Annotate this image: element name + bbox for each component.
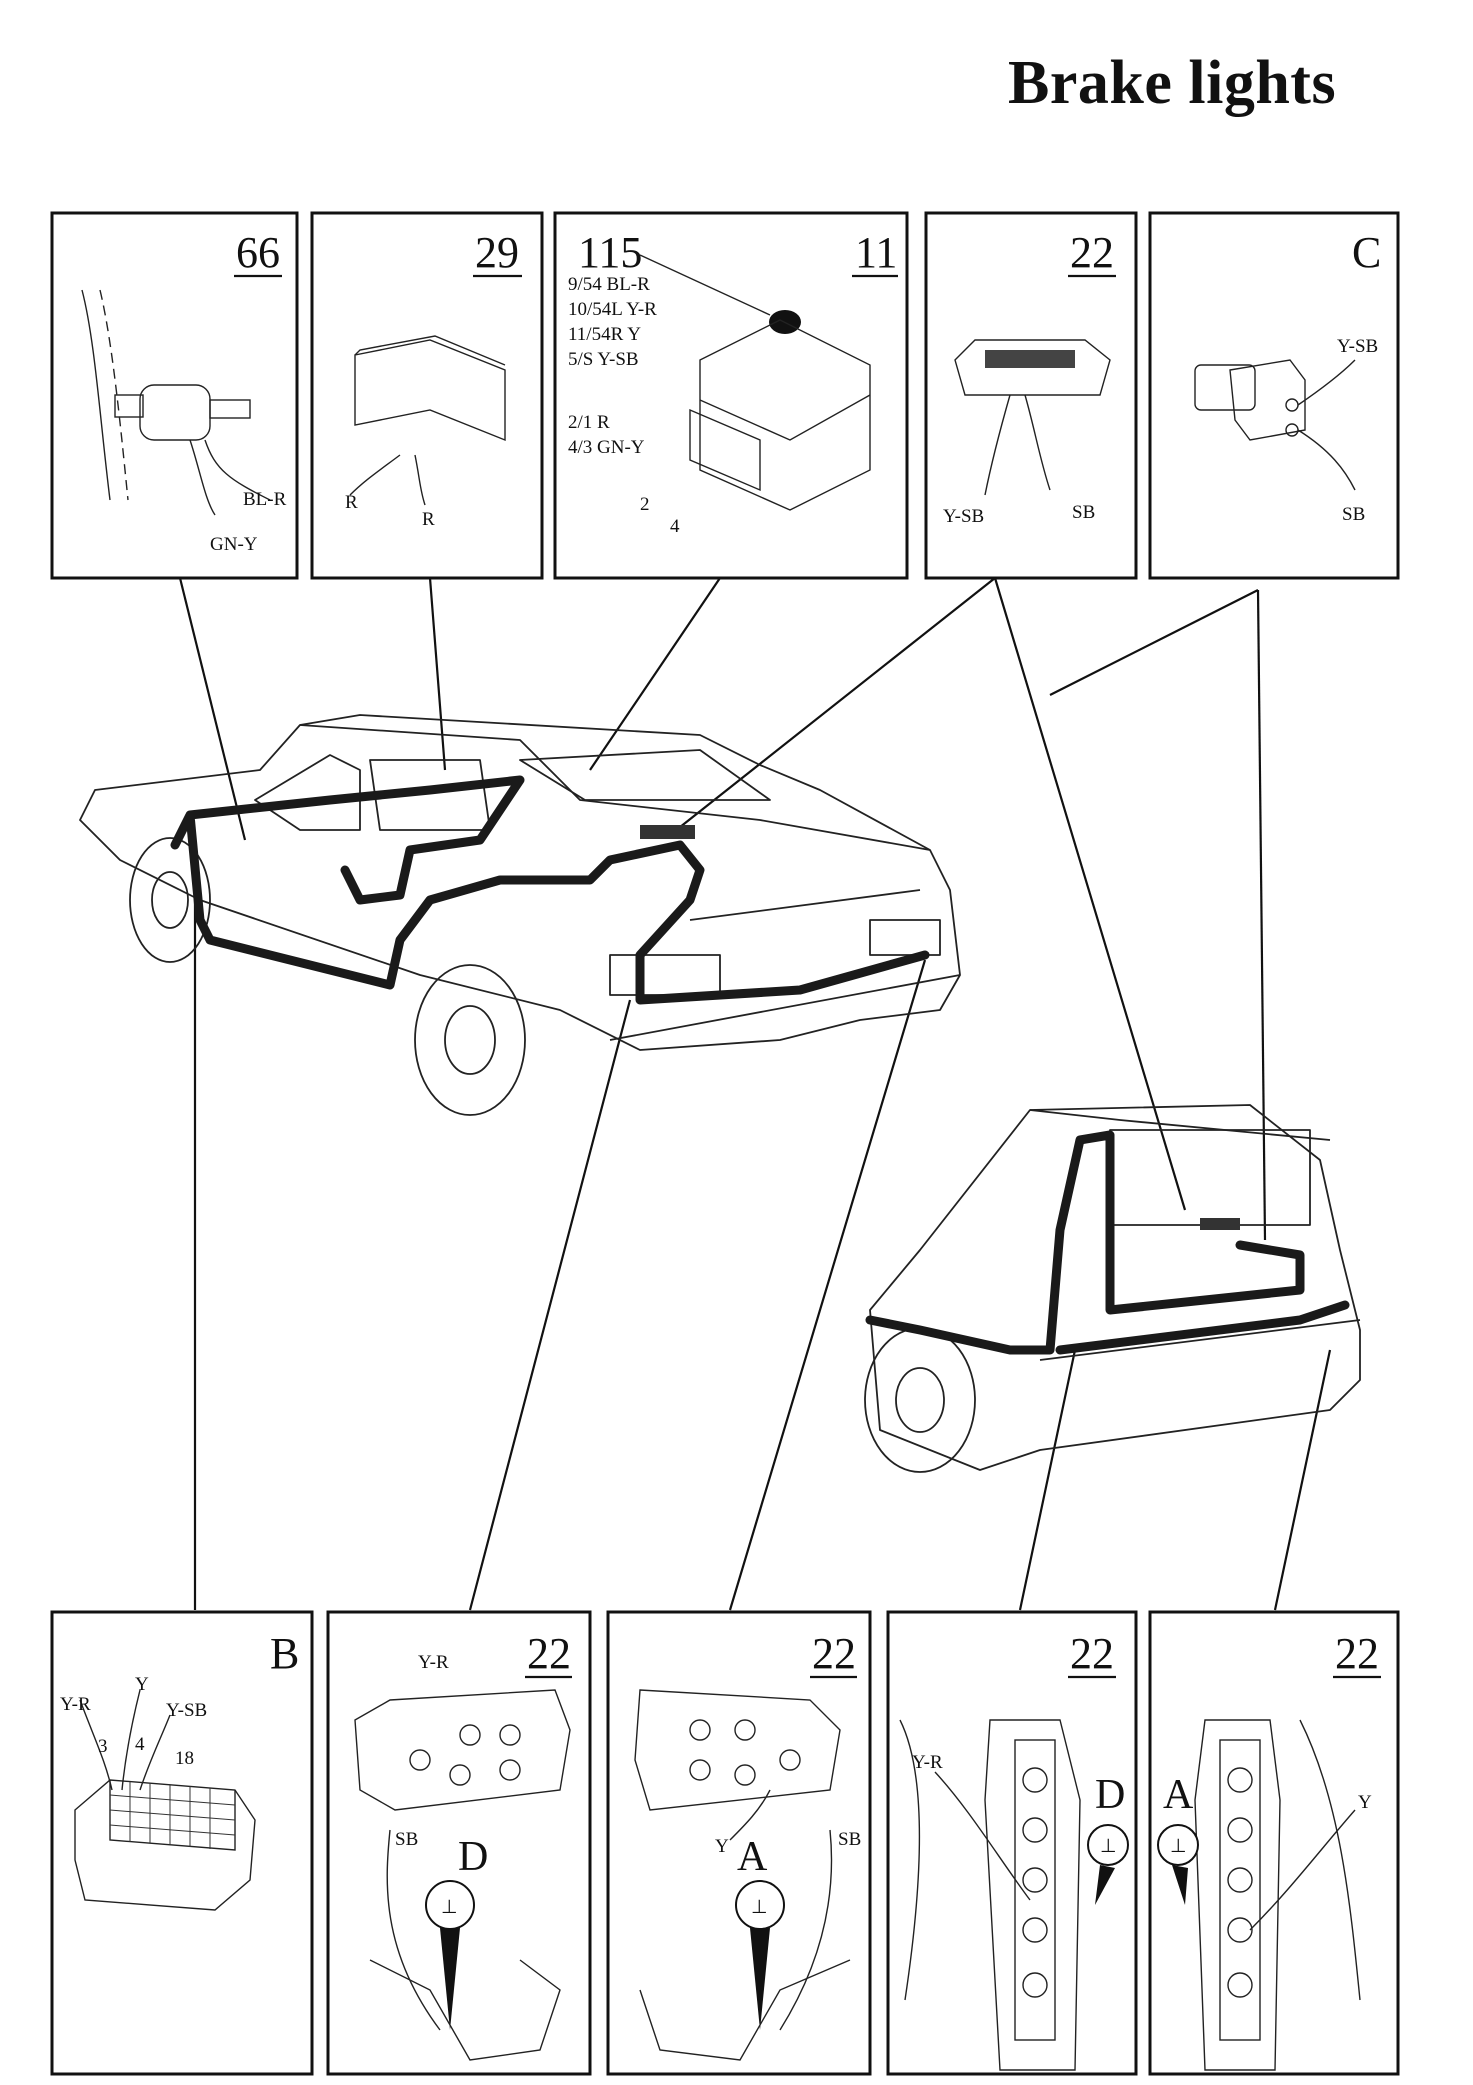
panel-C-label-1: Y-SB [1337, 336, 1378, 357]
panel-22-b: 22 Y-R SB D ⊥ [326, 1610, 592, 2076]
leader-lines [178, 577, 1332, 1611]
panel-11-legend-4: 5/S Y-SB [568, 349, 639, 370]
panel-22-b-label-SB: SB [395, 1829, 418, 1850]
panel-C-label-2: SB [1342, 504, 1365, 525]
panel-22-d-number: 22 [1070, 1629, 1114, 1678]
panel-22-b-number: 22 [527, 1629, 571, 1678]
panel-B: B Y-R Y Y-SB 3 4 18 [50, 1610, 314, 2076]
page-title: Brake lights [1008, 49, 1337, 117]
panel-22-e: 22 Y A ⊥ [1148, 1610, 1400, 2076]
panel-B-pin-4: 4 [135, 1734, 145, 1755]
panel-11-legend-2: 10/54L Y-R [568, 299, 657, 320]
panel-22-c-ground-symbol: ⊥ [751, 1897, 768, 1918]
panel-B-label-YSB: Y-SB [166, 1700, 207, 1721]
panel-22-c-label-Y: Y [715, 1836, 729, 1857]
panel-22-d-label-YR: Y-R [912, 1752, 943, 1773]
panel-66-label-1: BL-R [243, 489, 287, 510]
panel-22-c-number: 22 [812, 1629, 856, 1678]
panel-22-e-ground-symbol: ⊥ [1170, 1836, 1187, 1857]
panel-C: C Y-SB SB [1148, 211, 1400, 580]
panel-11-legend-6: 4/3 GN-Y [568, 437, 645, 458]
panel-29-number: 29 [475, 228, 519, 277]
panel-11-pin-2: 2 [640, 494, 650, 515]
panel-11-legend-5: 2/1 R [568, 412, 610, 433]
panel-11-ref: 115 [578, 228, 642, 277]
panel-66-label-2: GN-Y [210, 534, 258, 555]
panel-22-e-ground-label: A [1163, 1772, 1194, 1818]
sedan-car-drawing [79, 714, 961, 1116]
panel-B-number: B [270, 1629, 299, 1678]
panel-29-label-1: R [345, 492, 358, 513]
panel-22-b-ground-label: D [458, 1834, 488, 1880]
panel-11-pin-4: 4 [670, 516, 680, 537]
panel-22-d: 22 Y-R D ⊥ [886, 1610, 1138, 2076]
panel-22-c: 22 Y SB A ⊥ [606, 1610, 872, 2076]
panel-22-e-number: 22 [1335, 1629, 1379, 1678]
panel-22-b-label-YR: Y-R [418, 1652, 449, 1673]
panel-29: 29 R R [310, 211, 544, 580]
panel-B-label-Y: Y [135, 1674, 149, 1695]
panel-22-top-label-1: Y-SB [943, 506, 984, 527]
panel-11-number: 11 [855, 228, 897, 277]
panel-22-c-label-SB: SB [838, 1829, 861, 1850]
panel-22-top: 22 Y-SB SB [924, 211, 1138, 580]
panel-22-b-ground-symbol: ⊥ [441, 1897, 458, 1918]
panel-B-pin-3: 3 [98, 1736, 108, 1757]
panel-11-legend-3: 11/54R Y [568, 324, 641, 345]
panel-11: 115 11 9/54 BL-R 10/54L Y-R 11/54R Y 5/S… [553, 211, 909, 580]
panel-11-legend-1: 9/54 BL-R [568, 274, 650, 295]
panel-22-d-ground-symbol: ⊥ [1100, 1836, 1117, 1857]
panel-B-label-YR: Y-R [60, 1694, 91, 1715]
panel-B-pin-18: 18 [175, 1748, 194, 1769]
panel-C-number: C [1352, 228, 1381, 277]
panel-66-number: 66 [236, 228, 280, 277]
estate-car-drawing [864, 1104, 1361, 1473]
panel-22-top-number: 22 [1070, 228, 1114, 277]
panel-29-label-2: R [422, 509, 435, 530]
panel-22-c-ground-label: A [737, 1834, 768, 1880]
panel-66: 66 BL-R GN-Y [50, 211, 299, 580]
panel-22-top-label-2: SB [1072, 502, 1095, 523]
panel-22-d-ground-label: D [1095, 1772, 1125, 1818]
panel-22-e-label-Y: Y [1358, 1792, 1372, 1813]
